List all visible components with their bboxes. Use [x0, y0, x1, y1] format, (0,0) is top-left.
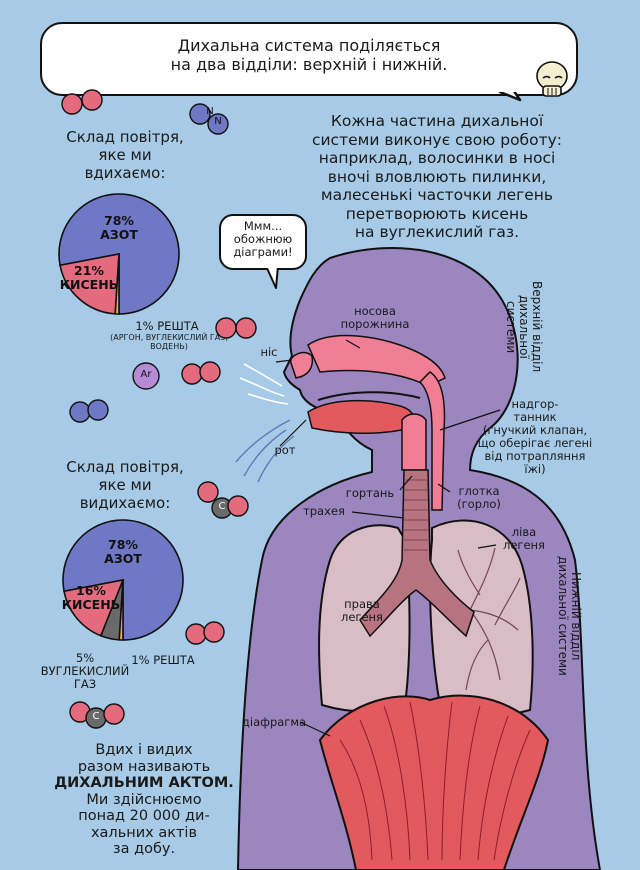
argon-atom — [132, 362, 160, 390]
palate — [317, 391, 421, 401]
exhale-pie-chart — [62, 519, 184, 641]
label-pharynx: глотка(горло) — [457, 484, 501, 511]
molecules-layer — [61, 89, 257, 729]
nitrogen-letter: N — [206, 106, 214, 117]
diaphragm-fibers — [339, 701, 531, 861]
diaphragm — [318, 694, 550, 870]
header-text: Дихальна система поділяється на два відд… — [170, 36, 448, 74]
carbon-letter: C — [92, 711, 100, 722]
pharynx — [418, 371, 446, 511]
pie-slice-решта — [114, 253, 120, 315]
co2-molecule — [69, 701, 125, 729]
inhale-arrows — [239, 363, 289, 405]
trachea — [359, 469, 475, 638]
oxygen-molecule — [185, 621, 225, 645]
pie-slice-азот — [62, 519, 184, 641]
label-mouth: рот — [274, 443, 296, 457]
inhale-rest-note: (АРГОН, ВУГЛЕКИСЛИЙ ГАЗ,ВОДЕНЬ) — [110, 333, 228, 351]
bubble-tail — [496, 84, 522, 102]
pie-slice-кисень — [59, 253, 120, 315]
nose-tip — [289, 351, 314, 379]
trachea-rings — [404, 479, 428, 551]
oxygen-molecule — [181, 361, 221, 385]
nasal-cavity — [307, 334, 446, 387]
tongue — [307, 399, 415, 434]
leader-lines — [275, 339, 501, 737]
label-nose: ніс — [260, 345, 278, 359]
exhale-arrows — [235, 419, 295, 483]
pie-slice-азот — [58, 193, 180, 315]
label-larynx: гортань — [345, 486, 395, 500]
carbon-letter: C — [218, 501, 226, 512]
larynx — [401, 413, 427, 471]
nitrogen-molecule — [189, 103, 229, 135]
nitrogen-molecule — [69, 399, 109, 423]
label-trachea: трахея — [303, 504, 345, 518]
exhale-nitrogen-label: 78%АЗОТ — [104, 537, 142, 566]
bubble-tail-2 — [264, 262, 280, 289]
intro-text: Кожна частина дихальної системи виконує … — [311, 112, 563, 241]
oxygen-molecule — [61, 89, 103, 115]
left-lung — [429, 519, 534, 717]
inhale-oxygen-label: 21%КИСЕНЬ — [59, 263, 119, 292]
inhale-nitrogen-label: 78%АЗОТ — [100, 213, 138, 242]
co2-molecule — [197, 481, 249, 519]
nitrogen-letter: N — [214, 116, 222, 127]
inhale-pie-chart — [58, 193, 180, 315]
diagram-love-bubble — [219, 214, 307, 270]
oxygen-molecule — [215, 317, 257, 339]
exhale-rest-label: 1% РЕШТА — [131, 653, 195, 667]
inhale-rest-label: 1% РЕШТА — [135, 319, 199, 333]
label-epiglottis: надгор-танник (гнучкий клапан,що оберіга… — [477, 397, 593, 476]
skull-icon — [536, 61, 568, 97]
pie-slice-кисень — [63, 578, 125, 637]
argon-letter: Ar — [140, 369, 152, 380]
pie-slice-решта — [118, 579, 124, 641]
header-speech-bubble — [40, 22, 578, 96]
exhale-oxygen-label: 16%КИСЕНЬ — [61, 583, 121, 612]
bronchial-tree — [457, 547, 521, 691]
label-diaphragm: діафрагма — [241, 715, 307, 729]
